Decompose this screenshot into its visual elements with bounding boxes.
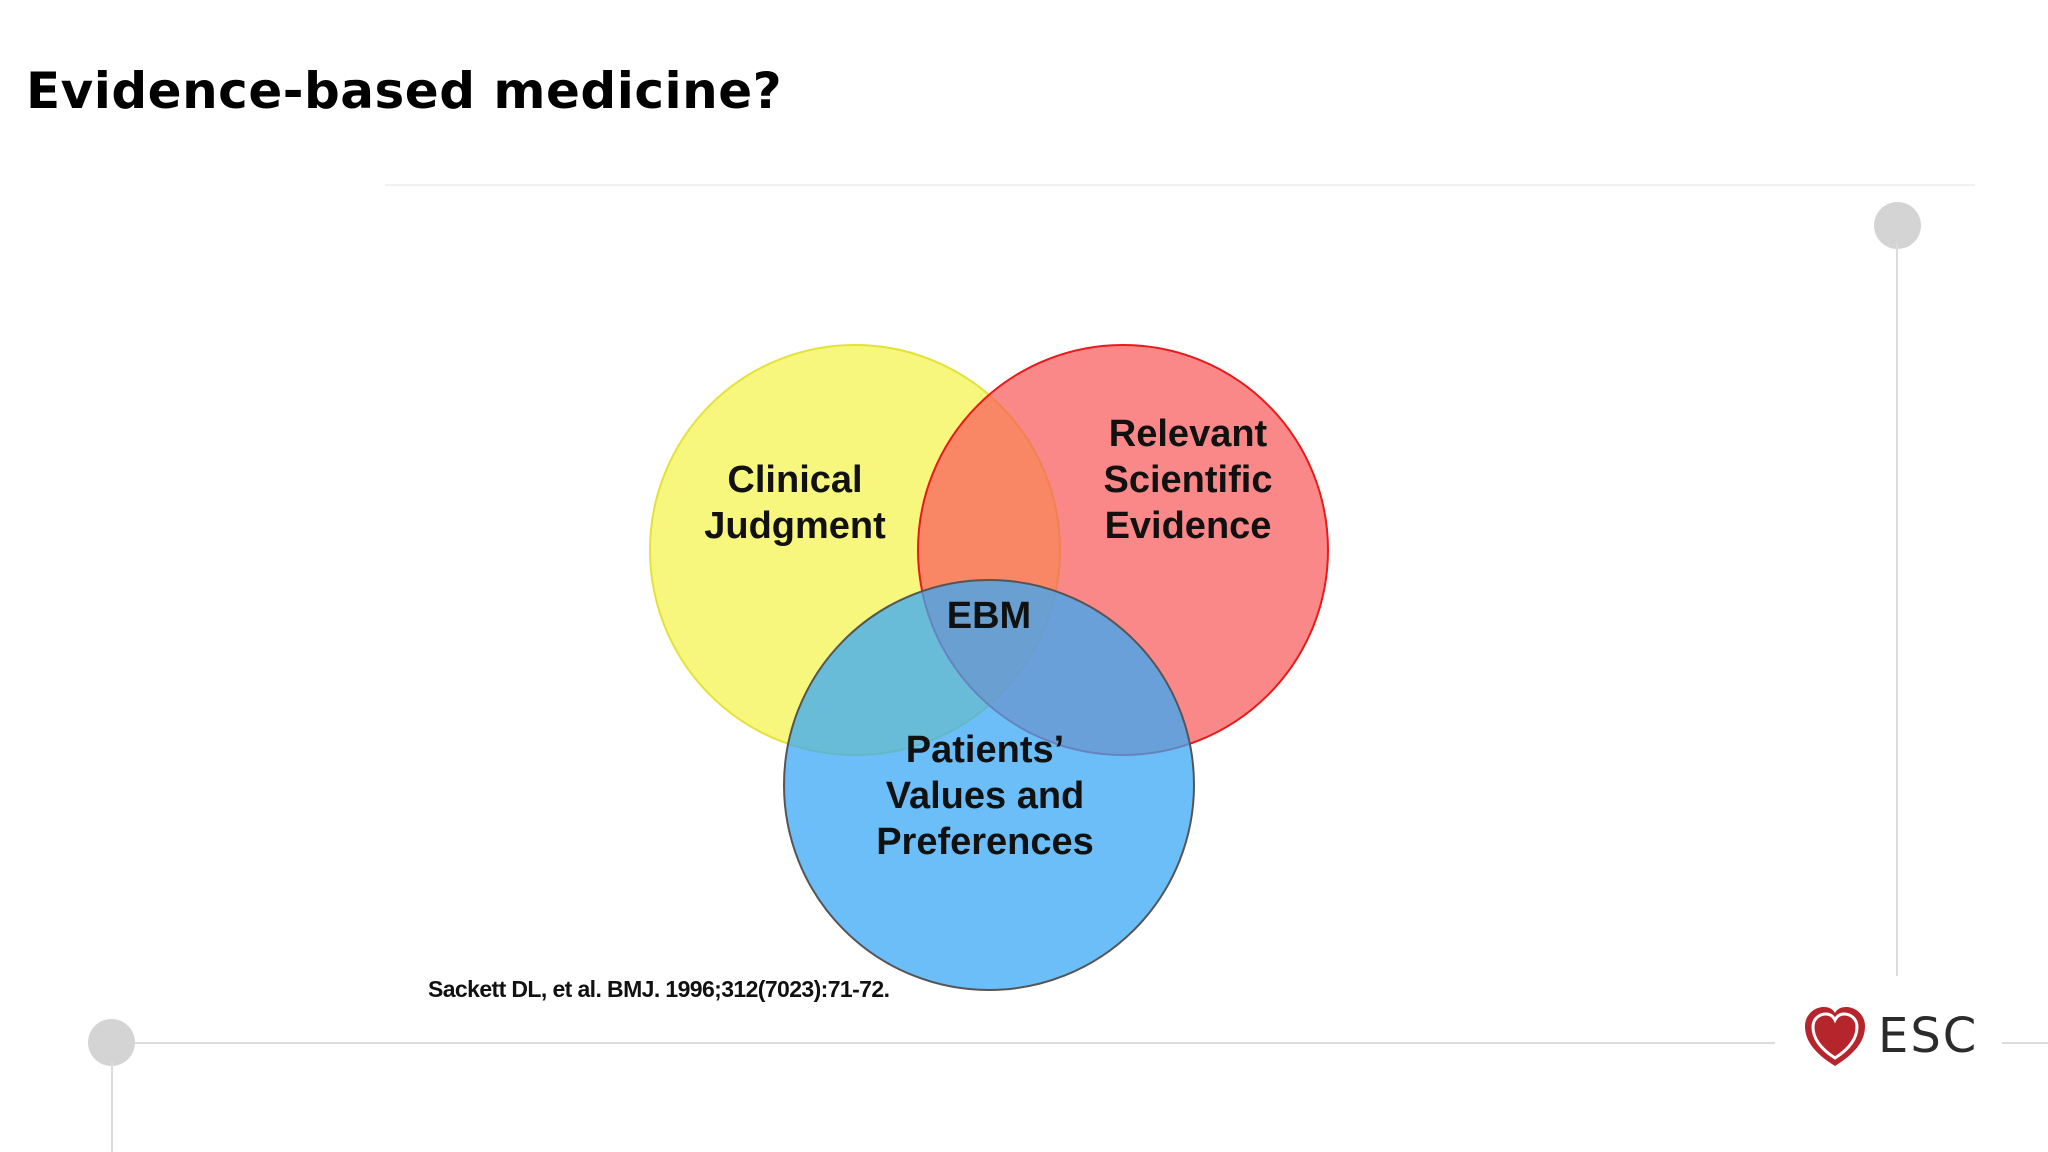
venn-label-line: Evidence: [1105, 505, 1272, 547]
deco-dot-top-right: [1874, 202, 1921, 249]
venn-label-line: Preferences: [876, 821, 1094, 863]
venn-label-line: Patients’: [906, 729, 1064, 771]
deco-dot-bottom-left: [88, 1019, 135, 1066]
deco-line-bottom: [135, 1042, 1775, 1044]
venn-label-line: Values and: [886, 775, 1085, 817]
citation: Sackett DL, et al. BMJ. 1996;312(7023):7…: [428, 976, 890, 1002]
slide-title: Evidence-based medicine?: [26, 62, 783, 120]
venn-label-line: Clinical: [727, 459, 862, 501]
deco-line-right: [1896, 244, 1898, 976]
deco-line-bottom-right: [2002, 1042, 2048, 1044]
venn-label-line: Scientific: [1104, 459, 1273, 501]
heart-logo-icon: [1805, 1007, 1865, 1066]
top-divider: [385, 184, 1975, 186]
venn-label-line: Relevant: [1109, 413, 1268, 455]
esc-logo-text: ESC: [1878, 1008, 1979, 1064]
deco-line-left: [111, 1062, 113, 1152]
esc-logo: ESC: [1790, 998, 1980, 1074]
venn-center-label: EBM: [947, 595, 1031, 637]
venn-label-line: Judgment: [704, 505, 886, 547]
venn-circle-patients: [783, 579, 1195, 991]
